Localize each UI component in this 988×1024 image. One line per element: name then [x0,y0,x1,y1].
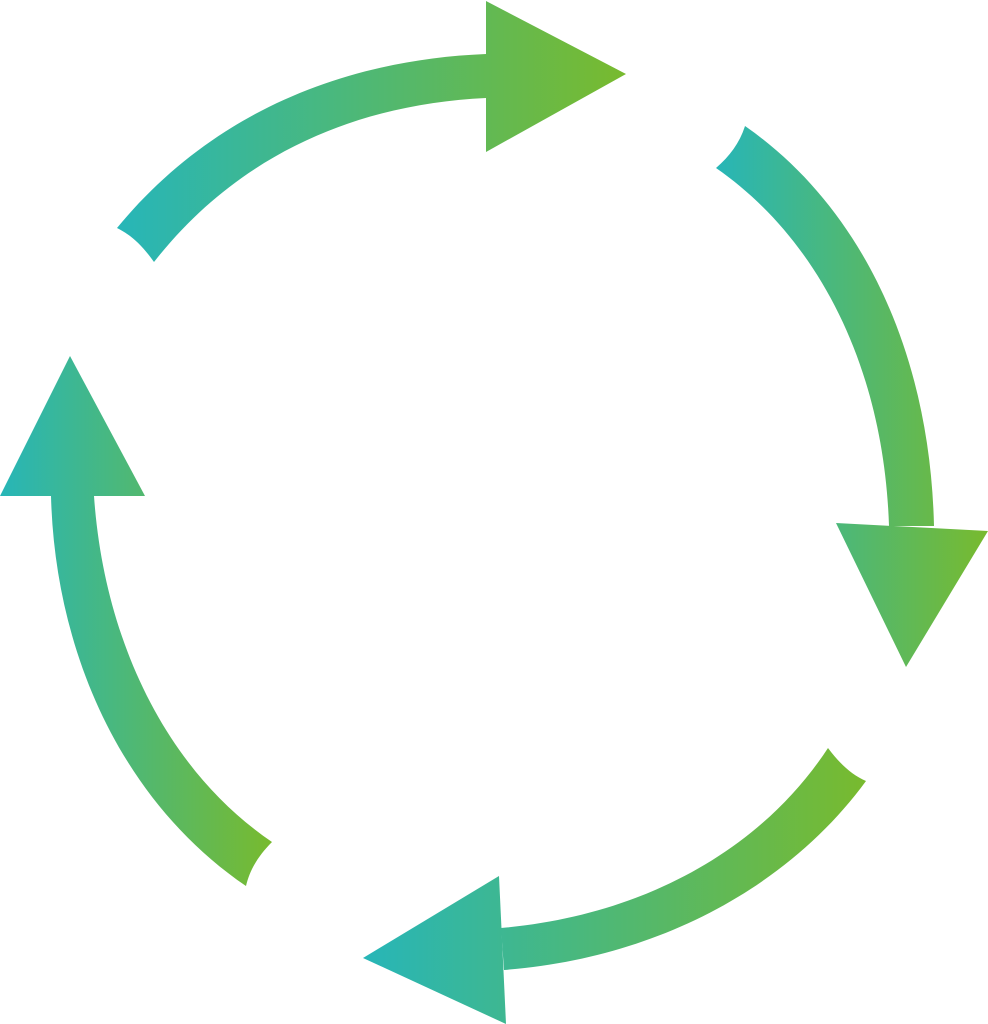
arrow-right [716,126,988,667]
arrow-right-shaft [716,126,934,526]
arrow-left [0,356,272,886]
arrow-bottom-shaft [501,748,866,970]
arrow-left-shaft [51,496,272,886]
arrow-left-head [0,356,145,496]
arrow-top-head [486,1,626,152]
arrow-right-head [836,523,988,667]
arrow-bottom [363,748,866,1024]
arrow-top [117,1,626,262]
arrow-bottom-head [363,876,506,1024]
arrow-top-shaft [117,54,486,262]
